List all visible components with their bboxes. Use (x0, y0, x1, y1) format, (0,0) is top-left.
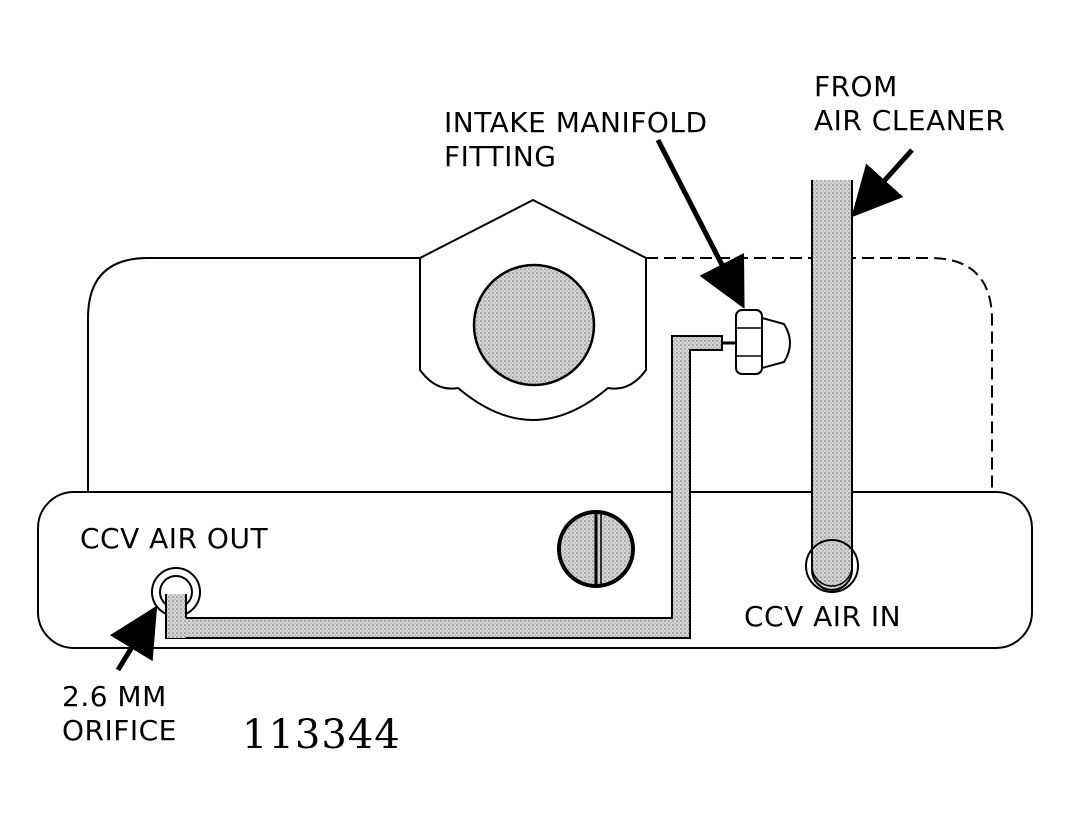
ccv-air-in-port (805, 539, 859, 593)
oil-filler-cap (472, 263, 596, 387)
orifice-leader-arrow (109, 605, 158, 672)
intake-manifold-fitting-label: INTAKE MANIFOLD FITTING (444, 106, 708, 173)
intake-fitting-leader-arrow (655, 138, 745, 309)
orifice-label: 2.6 MM ORIFICE (62, 680, 177, 747)
valve-cover-lower-rail (37, 491, 1033, 649)
ccv-air-in-tube (811, 180, 853, 591)
ccv-air-in-label: CCV AIR IN (744, 600, 902, 633)
from-air-cleaner-label: FROM AIR CLEANER (814, 70, 1006, 137)
valve-cover-upper-right-edge (646, 257, 993, 492)
ccv-air-out-label: CCV AIR OUT (80, 522, 269, 555)
figure-number: 113344 (242, 712, 401, 758)
valve-cover-upper-body (87, 257, 420, 492)
air-cleaner-leader-arrow (851, 148, 914, 218)
intake-manifold-fitting-part (722, 309, 791, 375)
